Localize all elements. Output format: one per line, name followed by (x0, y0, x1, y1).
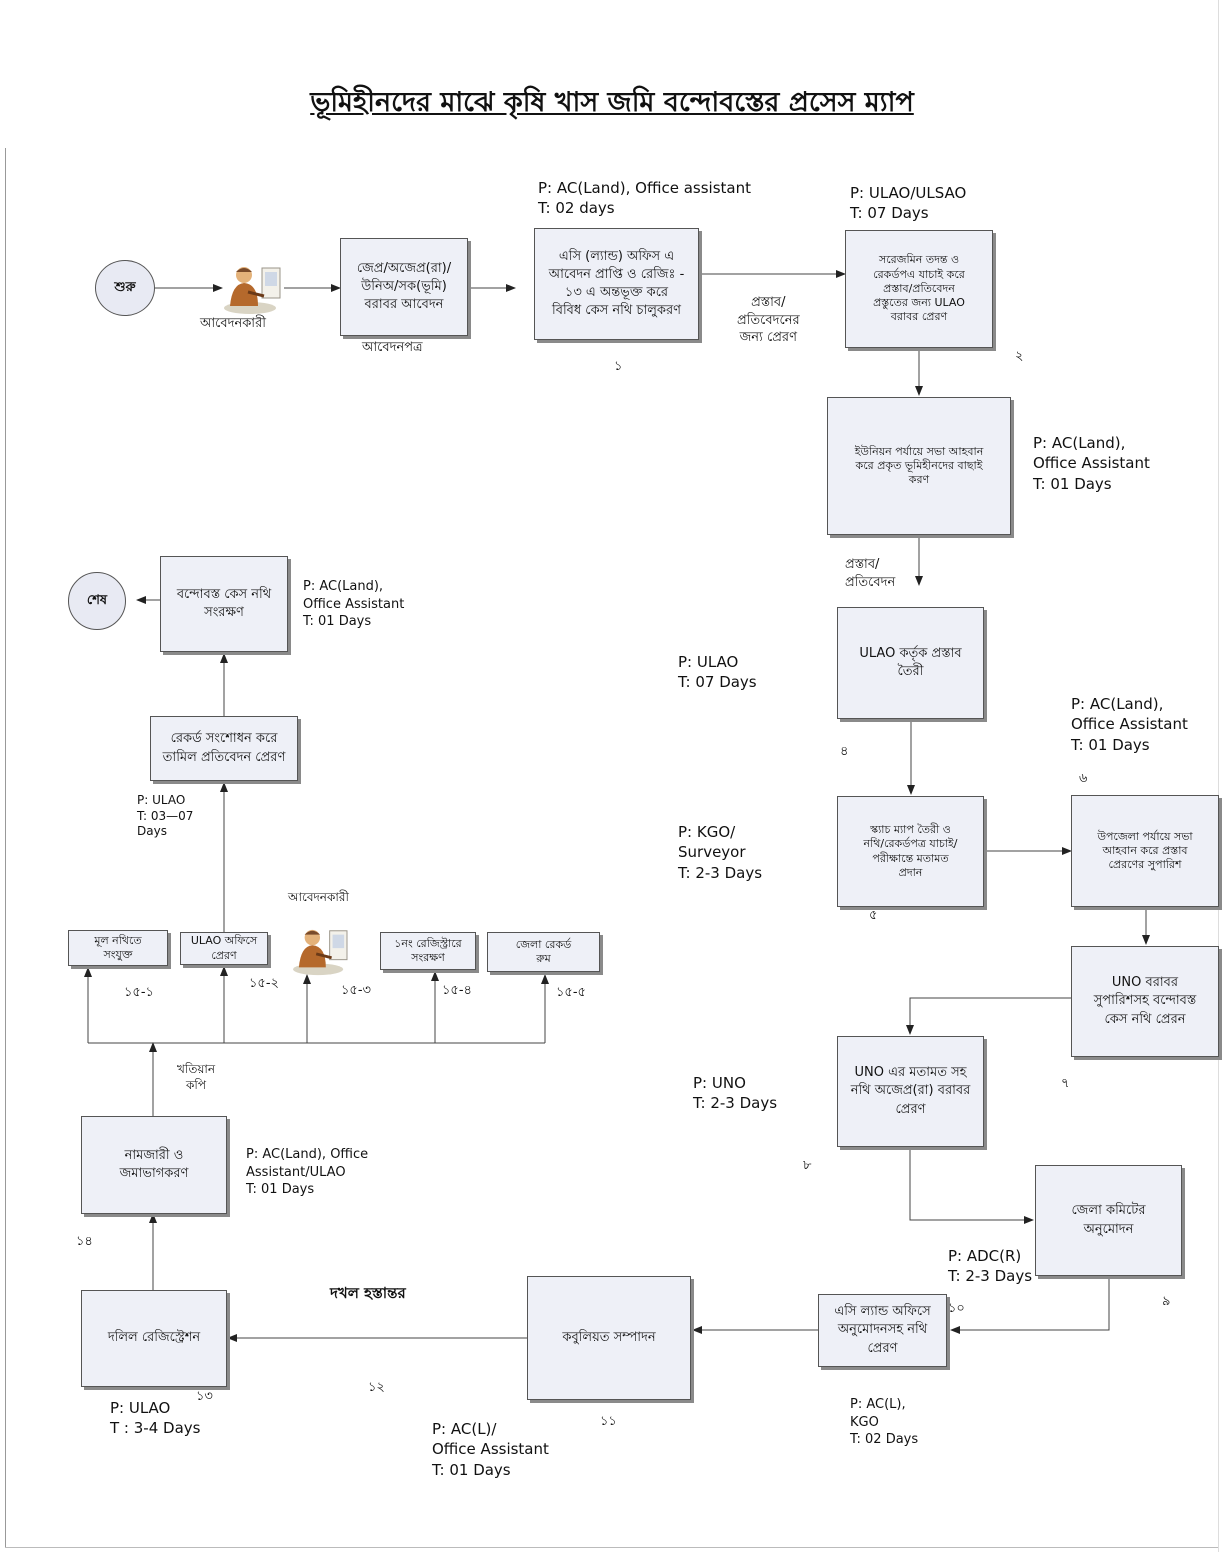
pt-step-5: P: KGO/ Surveyor T: 2-3 Days (678, 823, 763, 882)
pt-preserve: P: AC(Land), Office Assistant T: 01 Days (303, 579, 405, 630)
step-15-4: ১নং রেজিস্ট্রারে সংরক্ষণ (380, 932, 476, 970)
step-13: দলিল রেজিস্ট্রেশন (81, 1290, 227, 1387)
step-9: জেলা কমিটের অনুমোদন (1035, 1165, 1182, 1276)
step-3: ইউনিয়ন পর্যায়ে সভা আহবান করে প্রকৃত ভূ… (827, 397, 1011, 535)
pt-step-4: P: ULAO T: 07 Days (678, 653, 757, 692)
step-6: উপজেলা পর্যায়ে সভা আহবান করে প্রস্তাব প… (1071, 795, 1219, 907)
pt-step-3: P: AC(Land), Office Assistant T: 01 Days (1033, 434, 1150, 493)
step-8: UNO এর মতামত সহ নথি অজেপ্র(রা) বরাবর প্র… (837, 1036, 984, 1147)
step-5: স্ক্যাচ ম্যাপ তৈরী ও নথি/রেকর্ডপত্র যাচা… (837, 796, 984, 907)
pt-step-8: P: UNO T: 2-3 Days (693, 1074, 778, 1113)
step-number-15-1: ১৫-১ (124, 985, 154, 1000)
step-15-5: জেলা রেকর্ড রুম (487, 932, 600, 972)
applicant-label-2: আবেদনকারী (288, 890, 349, 904)
step-number-7: ৭ (1061, 1076, 1070, 1091)
step-7: UNO বরাবর সুপারিশসহ বন্দোবস্ত কেস নথি প্… (1071, 946, 1219, 1057)
applicant-icon (224, 267, 281, 314)
step-11: কবুলিয়ত সম্পাদন (527, 1276, 691, 1400)
step-15-2: ULAO অফিসে প্রেরণ (180, 932, 268, 965)
label-proposal-report: প্রস্তাব/ প্রতিবেদন (845, 557, 896, 590)
label-khatian-copy: খতিয়ান কপি (177, 1062, 216, 1092)
pt-step-2: P: ULAO/ULSAO T: 07 Days (850, 184, 967, 223)
step-number-1: ১ (614, 359, 623, 374)
pt-record-correction: P: ULAO T: 03—07 Days (137, 793, 194, 839)
end-terminal: শেষ (68, 572, 126, 630)
step-number-11: ১১ (600, 1414, 617, 1429)
pt-step-14: P: AC(Land), Office Assistant/ULAO T: 01… (246, 1147, 369, 1198)
pt-step-13: P: ULAO T : 3-4 Days (110, 1399, 201, 1438)
step-record-correction: রেকর্ড সংশোধন করে তামিল প্রতিবেদন প্রেরণ (150, 716, 298, 781)
step-number-6: ৬ (1079, 771, 1088, 786)
label-proposal-send: প্রস্তাব/ প্রতিবেদনের জন্য প্রেরণ (737, 295, 800, 346)
step-number-4: ৪ (840, 744, 849, 759)
step-14: নামজারী ও জমাভাগকরণ (81, 1116, 227, 1214)
pt-step-11: P: AC(L)/ Office Assistant T: 01 Days (432, 1420, 549, 1479)
step-4: ULAO কর্তৃক প্রস্তাব তৈরী (837, 607, 984, 719)
step-1: এসি (ল্যান্ড) অফিস এ আবেদন প্রাপ্তি ও রে… (534, 228, 699, 340)
step-number-8: ৮ (803, 1158, 812, 1173)
applicant-label: আবেদনকারী (200, 316, 266, 331)
page-border-bottom (5, 1547, 1219, 1548)
step-number-10: ১০ (948, 1301, 965, 1316)
step-10: এসি ল্যান্ড অফিসে অনুমোদনসহ নথি প্রেরণ (818, 1294, 947, 1367)
step-number-15-3: ১৫-৩ (341, 983, 372, 998)
pt-step-9: P: ADC(R) T: 2-3 Days (948, 1247, 1033, 1286)
step-number-14: ১৪ (76, 1234, 93, 1249)
page-border-left (5, 148, 6, 1548)
page-border-right (1218, 0, 1219, 1552)
step-number-15-2: ১৫-২ (249, 976, 280, 991)
step-number-13: ১৩ (196, 1389, 213, 1404)
step-preserve: বন্দোবস্ত কেস নথি সংরক্ষণ (160, 556, 288, 652)
arrow-s8-s9 (909, 1147, 1034, 1224)
step-number-12: ১২ (368, 1380, 385, 1395)
step-apply: জেপ্র/অজেপ্র(রা)/ উনিঅ/সক(ভূমি) বরাবর আব… (340, 238, 468, 336)
arrow-s9-s10 (950, 1276, 1110, 1334)
label-application-letter: আবেদনপত্র (362, 340, 423, 355)
page-title: ভূমিহীনদের মাঝে কৃষি খাস জমি বন্দোবস্তের… (310, 87, 914, 118)
step-number-9: ৯ (1162, 1294, 1171, 1309)
arrow-s7-s8 (906, 997, 1072, 1035)
step-number-5: ৫ (869, 908, 878, 923)
step-15-1: মূল নথিতে সংযুক্ত (68, 930, 168, 966)
step-number-15-5: ১৫-৫ (556, 985, 586, 1000)
label-possession-transfer: দখল হস্তান্তর (330, 1284, 406, 1302)
applicant-icon-2 (293, 929, 348, 976)
step-2: সরেজমিন তদন্ত ও রেকর্ডপএ যাচাই করে প্রস্… (845, 230, 993, 348)
pt-step-10: P: AC(L), KGO T: 02 Days (850, 1397, 919, 1448)
pt-step-1: P: AC(Land), Office assistant T: 02 days (538, 179, 751, 218)
step-number-2: ২ (1015, 349, 1024, 364)
pt-step-6: P: AC(Land), Office Assistant T: 01 Days (1071, 695, 1188, 754)
step-number-15-4: ১৫-৪ (442, 983, 472, 998)
start-terminal: শুরু (95, 260, 155, 316)
